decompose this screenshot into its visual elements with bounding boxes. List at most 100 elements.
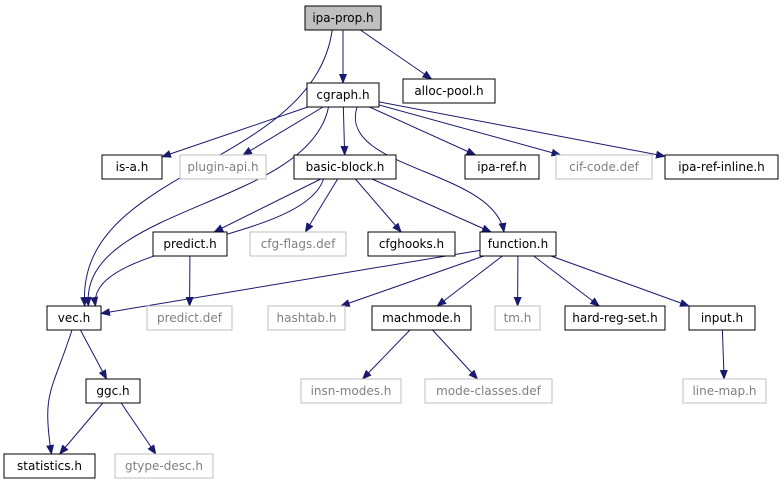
node-insn-modes: insn-modes.h	[300, 378, 402, 404]
node-predict-box	[152, 231, 228, 257]
node-line-map: line-map.h	[682, 378, 767, 404]
node-mode-classes-label: mode-classes.def	[436, 384, 542, 398]
node-ipa-ref-inline-label: ipa-ref-inline.h	[678, 160, 765, 174]
edge-ggc-to-gtype-desc	[120, 402, 157, 455]
node-basic-block-label: basic-block.h	[306, 160, 385, 174]
node-ggc[interactable]: ggc.h	[85, 378, 141, 404]
node-machmode-box	[371, 305, 472, 331]
node-mode-classes: mode-classes.def	[424, 378, 553, 404]
node-insn-modes-label: insn-modes.h	[311, 384, 392, 398]
node-hashtab: hashtab.h	[267, 305, 346, 331]
edge-vec-to-ggc	[79, 329, 108, 380]
node-cgraph[interactable]: cgraph.h	[306, 82, 380, 108]
node-basic-block-box	[293, 154, 397, 180]
node-statistics[interactable]: statistics.h	[3, 453, 96, 479]
node-ipa-ref-inline[interactable]: ipa-ref-inline.h	[664, 154, 779, 180]
node-cif-code-box	[555, 154, 653, 180]
node-predict-label: predict.h	[163, 237, 216, 251]
node-machmode[interactable]: machmode.h	[371, 305, 472, 331]
node-statistics-label: statistics.h	[17, 459, 82, 473]
node-plugin-api-box	[179, 154, 267, 180]
edge-ggc-to-statistics	[59, 402, 104, 455]
edge-function-to-hard-reg-set	[533, 255, 601, 307]
node-cfghooks-box	[367, 231, 456, 257]
node-gtype-desc-box	[114, 453, 214, 479]
node-ipa-ref-label: ipa-ref.h	[477, 160, 526, 174]
node-line-map-box	[682, 378, 767, 404]
node-is-a-box	[101, 154, 163, 180]
edge-cgraph-to-cif-code	[378, 104, 562, 157]
edge-basic-block-to-cfg-flags	[304, 178, 339, 233]
node-tm-label: tm.h	[504, 311, 532, 325]
node-hard-reg-set[interactable]: hard-reg-set.h	[564, 305, 666, 331]
edge-vec-to-statistics	[46, 329, 73, 455]
node-alloc-pool-label: alloc-pool.h	[414, 84, 483, 98]
node-function-box	[479, 231, 557, 257]
node-predict[interactable]: predict.h	[152, 231, 228, 257]
node-predict-def: predict.def	[146, 305, 233, 331]
node-ggc-label: ggc.h	[96, 384, 129, 398]
edge-cgraph-to-vec	[83, 106, 330, 307]
node-input-label: input.h	[701, 311, 743, 325]
node-alloc-pool-box	[402, 78, 496, 104]
node-cfg-flags-box	[249, 231, 347, 257]
edge-function-to-machmode	[436, 255, 503, 307]
node-ipa-ref[interactable]: ipa-ref.h	[464, 154, 540, 180]
node-cfghooks-label: cfghooks.h	[379, 237, 444, 251]
node-vec[interactable]: vec.h	[46, 305, 102, 331]
node-basic-block[interactable]: basic-block.h	[293, 154, 397, 180]
node-input[interactable]: input.h	[688, 305, 756, 331]
node-insn-modes-box	[300, 378, 402, 404]
edge-cgraph-to-basic-block	[340, 106, 349, 156]
node-predict-def-label: predict.def	[157, 311, 223, 325]
node-mode-classes-box	[424, 378, 553, 404]
edge-function-to-hashtab	[339, 255, 484, 307]
node-gtype-desc: gtype-desc.h	[114, 453, 214, 479]
node-ggc-box	[85, 378, 141, 404]
node-cfghooks[interactable]: cfghooks.h	[367, 231, 456, 257]
edge-cgraph-to-function	[354, 106, 507, 233]
node-function-label: function.h	[488, 237, 548, 251]
node-cfg-flags-label: cfg-flags.def	[261, 237, 336, 251]
node-cif-code-label: cif-code.def	[569, 160, 640, 174]
edge-basic-block-to-function	[371, 178, 492, 233]
node-hard-reg-set-box	[564, 305, 666, 331]
edge-machmode-to-mode-classes	[432, 329, 479, 380]
node-input-box	[688, 305, 756, 331]
node-ipa-ref-box	[464, 154, 540, 180]
node-cgraph-label: cgraph.h	[316, 88, 369, 102]
edge-basic-block-to-cfghooks	[354, 178, 402, 233]
node-ipa-prop-box	[304, 5, 382, 31]
edge-function-to-input	[550, 255, 690, 307]
node-machmode-label: machmode.h	[382, 311, 461, 325]
edge-input-to-line-map	[719, 329, 728, 380]
node-hard-reg-set-label: hard-reg-set.h	[572, 311, 657, 325]
node-vec-label: vec.h	[58, 311, 91, 325]
nodes: ipa-prop.h cgraph.h alloc-pool.h is-a.h plug…	[3, 5, 779, 479]
node-tm-box	[494, 305, 541, 331]
edge-function-to-vec	[100, 249, 481, 316]
node-hashtab-box	[267, 305, 346, 331]
node-is-a[interactable]: is-a.h	[101, 154, 163, 180]
node-alloc-pool[interactable]: alloc-pool.h	[402, 78, 496, 104]
node-ipa-prop-label: ipa-prop.h	[312, 11, 373, 25]
edge-cgraph-to-ipa-ref-inline	[378, 101, 666, 159]
node-plugin-api: plugin-api.h	[179, 154, 267, 180]
edge-machmode-to-insn-modes	[361, 329, 411, 380]
node-line-map-label: line-map.h	[692, 384, 756, 398]
edge-cgraph-to-plugin-api	[242, 106, 324, 156]
node-plugin-api-label: plugin-api.h	[187, 160, 258, 174]
node-cif-code: cif-code.def	[555, 154, 653, 180]
node-function[interactable]: function.h	[479, 231, 557, 257]
edge-cgraph-to-ipa-ref	[369, 106, 477, 156]
node-cfg-flags: cfg-flags.def	[249, 231, 347, 257]
node-predict-def-box	[146, 305, 233, 331]
node-ipa-prop[interactable]: ipa-prop.h	[304, 5, 382, 31]
node-tm: tm.h	[494, 305, 541, 331]
node-is-a-label: is-a.h	[116, 160, 149, 174]
node-vec-box	[46, 305, 102, 331]
node-hashtab-label: hashtab.h	[277, 311, 337, 325]
edge-ipa-prop-to-alloc-pool	[360, 29, 433, 80]
node-ipa-ref-inline-box	[664, 154, 779, 180]
